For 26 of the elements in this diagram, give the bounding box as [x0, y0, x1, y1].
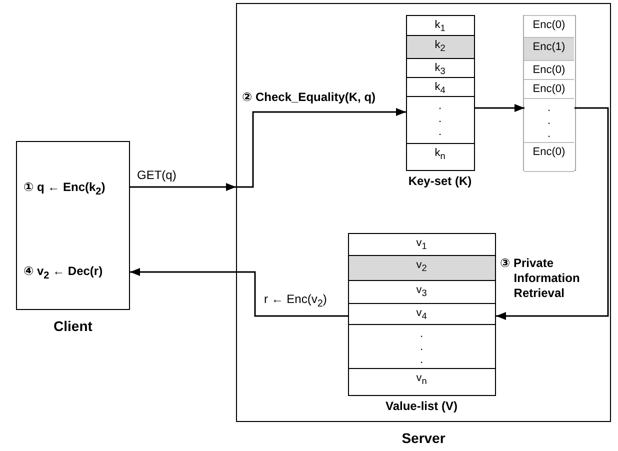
connector-arrow — [236, 108, 406, 188]
key-cell: k$_{4}$ — [406, 76, 474, 97]
table-caption: Value-list (V) — [385, 398, 458, 412]
step-text: ① q ← Enc(k$_{2}$) — [24, 176, 130, 196]
connector-arrow — [496, 107, 609, 320]
edge-label: ② Check_Equality(K, q) — [242, 90, 376, 105]
value-cell: v$_{1}$ — [348, 232, 496, 256]
value-cell: v$_{2}$ — [348, 254, 496, 281]
encrypted-flag-cell: Enc(1) — [524, 36, 574, 60]
key-cell: k$_{1}$ — [406, 14, 474, 36]
table-caption: Key-set (K) — [408, 174, 472, 188]
edge-label: GET(q) — [137, 168, 176, 183]
value-cell: . . . — [348, 324, 496, 369]
value-cell: v$_{3}$ — [348, 280, 496, 304]
node-label: Server — [402, 430, 446, 446]
key-cell: k$_{3}$ — [406, 58, 474, 78]
key-cell: k$_{2}$ — [406, 34, 474, 59]
connector-arrow — [130, 268, 348, 317]
step-text: ④ v$_{2}$ ← Dec(r) — [24, 260, 130, 280]
key-cell: . . . — [406, 96, 474, 144]
node-label: Client — [54, 318, 92, 334]
value-cell: v$_{4}$ — [348, 302, 496, 325]
value-cell: v$_{n}$ — [348, 368, 496, 396]
key-cell: k$_{n}$ — [406, 142, 474, 171]
connector-arrow — [130, 183, 236, 191]
connector-arrow — [475, 104, 524, 112]
